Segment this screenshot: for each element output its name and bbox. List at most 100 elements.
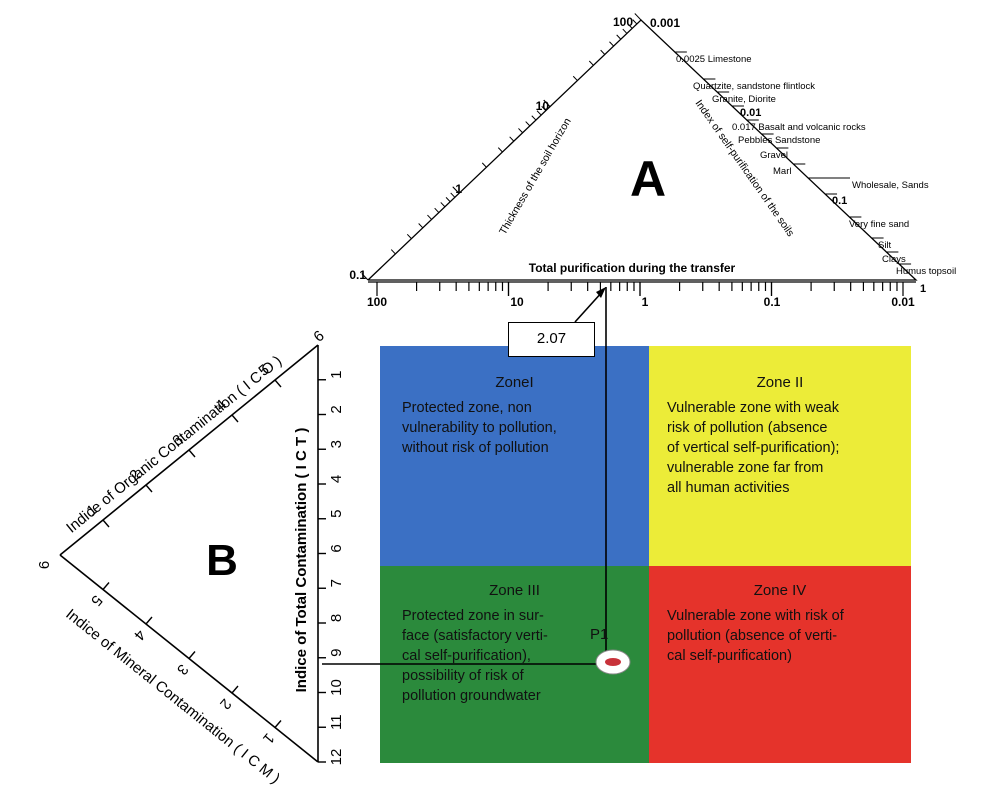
material-label: Marl <box>773 166 791 177</box>
left-axis-tick <box>481 162 487 168</box>
material-label: Gravel <box>760 150 788 161</box>
icm-tick <box>231 685 239 694</box>
icm-tick <box>274 720 282 728</box>
triangle-a-bottom-tick-label: 10 <box>510 295 524 309</box>
left-axis-tick <box>588 60 594 66</box>
triangle-a-right-end-value: 1 <box>920 283 926 295</box>
left-axis-tick <box>361 273 369 281</box>
zone-1-title: ZoneI <box>495 374 534 391</box>
value-label-box: 2.07 <box>508 322 595 357</box>
zone-4-desc: Vulnerable zone with risk of pollution (… <box>667 606 844 666</box>
left-axis-tick <box>536 110 542 116</box>
triangle-a-left-tick-label: 10 <box>536 99 550 113</box>
left-axis-tick <box>427 214 432 220</box>
zone-4-desc-line: pollution (absence of verti- <box>667 628 838 644</box>
ict-tick-label: 7 <box>328 579 345 587</box>
ico-tick <box>188 449 196 458</box>
left-axis-tick <box>531 115 537 121</box>
point-label: P1 <box>590 626 609 643</box>
icm-tick-label: 4 <box>130 626 148 643</box>
triangle-a-left-ticks <box>361 13 642 281</box>
left-axis-tick <box>525 121 531 127</box>
triangle-a-base-title: Total purification during the transfer <box>529 261 736 275</box>
left-axis-tick <box>609 41 614 47</box>
value-label: 2.07 <box>536 330 567 347</box>
ict-tick-label: 12 <box>328 749 345 766</box>
icm-tick-label: 5 <box>87 592 105 609</box>
zone-3-desc-line: face (satisfactory verti- <box>402 628 548 644</box>
ict-tick-label: 2 <box>328 405 345 413</box>
zone-1-desc-line: without risk of pollution <box>402 440 549 456</box>
left-axis-tick <box>509 136 515 142</box>
triangle-b-icm-title: Indice of Mineral Contamination ( I C M … <box>62 606 283 788</box>
triangle-a-apex-value: 0.001 <box>650 16 680 30</box>
zone-2-desc-line: of vertical self-purification); <box>667 440 840 456</box>
material-label: 0.0025 Limestone <box>676 54 752 65</box>
ict-tick-label: 3 <box>328 440 345 448</box>
ict-tick-label: 5 <box>328 510 345 518</box>
left-axis-tick <box>627 23 633 29</box>
material-label: Humus topsoil <box>896 266 956 277</box>
triangle-a-bottom-tick-label: 0.01 <box>891 295 915 309</box>
zone-3-desc-line: cal self-purification), <box>402 648 531 664</box>
zone-1-box: ZoneI Protected zone, non vulnerability … <box>380 346 649 566</box>
ico-tick <box>274 379 282 388</box>
ict-tick-label: 11 <box>328 714 345 730</box>
left-axis-tick <box>450 192 456 198</box>
zone-3-desc: Protected zone in sur- face (satisfactor… <box>402 606 548 706</box>
left-axis-tick <box>418 223 424 229</box>
p1-connectors <box>322 287 607 665</box>
zone-2-desc-line: Vulnerable zone with weak <box>667 400 839 416</box>
icm-tick-label: 3 <box>173 661 191 678</box>
zone-2-desc-line: vulnerable zone far from <box>667 460 824 476</box>
left-axis-tick <box>518 128 523 134</box>
triangle-b-apex-value: 6 <box>36 561 53 569</box>
left-axis-tick <box>572 75 578 81</box>
ict-tick-label: 8 <box>328 614 345 622</box>
material-label: Clays <box>882 254 906 265</box>
zone-3-desc-line: pollution groundwater <box>402 688 541 704</box>
triangle-b-ico-title: Indice of Organic Contamination ( I C O … <box>63 352 285 536</box>
zone-2-box: Zone II Vulnerable zone with weak risk o… <box>649 346 911 566</box>
triangle-a-bottom-tick-label: 1 <box>642 295 649 309</box>
ico-tick <box>231 414 239 423</box>
left-axis-tick <box>634 13 642 21</box>
left-axis-tick <box>632 19 638 25</box>
material-label: 0.017 Basalt and volcanic rocks <box>732 122 866 133</box>
left-axis-tick <box>543 99 551 108</box>
zone-2-title: Zone II <box>756 374 804 391</box>
icm-tick <box>188 651 196 659</box>
zone-4-title: Zone IV <box>753 582 807 599</box>
zone-4-desc-line: Vulnerable zone with risk of <box>667 608 844 624</box>
value-leader-line <box>574 290 604 323</box>
triangle-b-ticks <box>102 379 326 763</box>
zone-2-desc-line: risk of pollution (absence <box>667 420 828 436</box>
material-label: Quartzite, sandstone flintlock <box>693 81 815 92</box>
material-label: Wholesale, Sands <box>852 180 929 191</box>
zone-1-desc-line: vulnerability to pollution, <box>402 420 557 436</box>
zone-4-desc-line: cal self-purification) <box>667 648 792 664</box>
ico-tick <box>102 519 110 528</box>
point-marker-dot <box>605 658 621 666</box>
triangle-a-bottom-tick-label: 0.1 <box>764 295 781 309</box>
ict-tick-label: 4 <box>328 475 345 483</box>
material-label: 0.01 <box>740 107 761 119</box>
left-axis-tick <box>616 34 622 40</box>
zone-1-desc: Protected zone, non vulnerability to pol… <box>402 398 557 458</box>
triangle-b-ico-apex: 6 <box>310 327 327 345</box>
ict-tick-label: 1 <box>328 371 345 379</box>
triangle-a <box>367 19 918 283</box>
left-axis-tick <box>497 147 503 153</box>
left-axis-tick <box>406 233 412 239</box>
left-axis-tick <box>600 49 606 55</box>
triangle-a-left-tick-label: 100 <box>613 15 633 29</box>
triangle-a-bottom-tick-label: 100 <box>367 295 387 309</box>
icm-tick-label: 2 <box>216 695 234 712</box>
left-axis-tick <box>445 197 451 203</box>
left-axis-tick <box>452 186 460 194</box>
triangle-a-letter: A <box>630 151 666 207</box>
icm-tick-label: 1 <box>259 730 277 747</box>
left-axis-tick <box>622 28 628 34</box>
material-label: Very fine sand <box>849 219 909 230</box>
